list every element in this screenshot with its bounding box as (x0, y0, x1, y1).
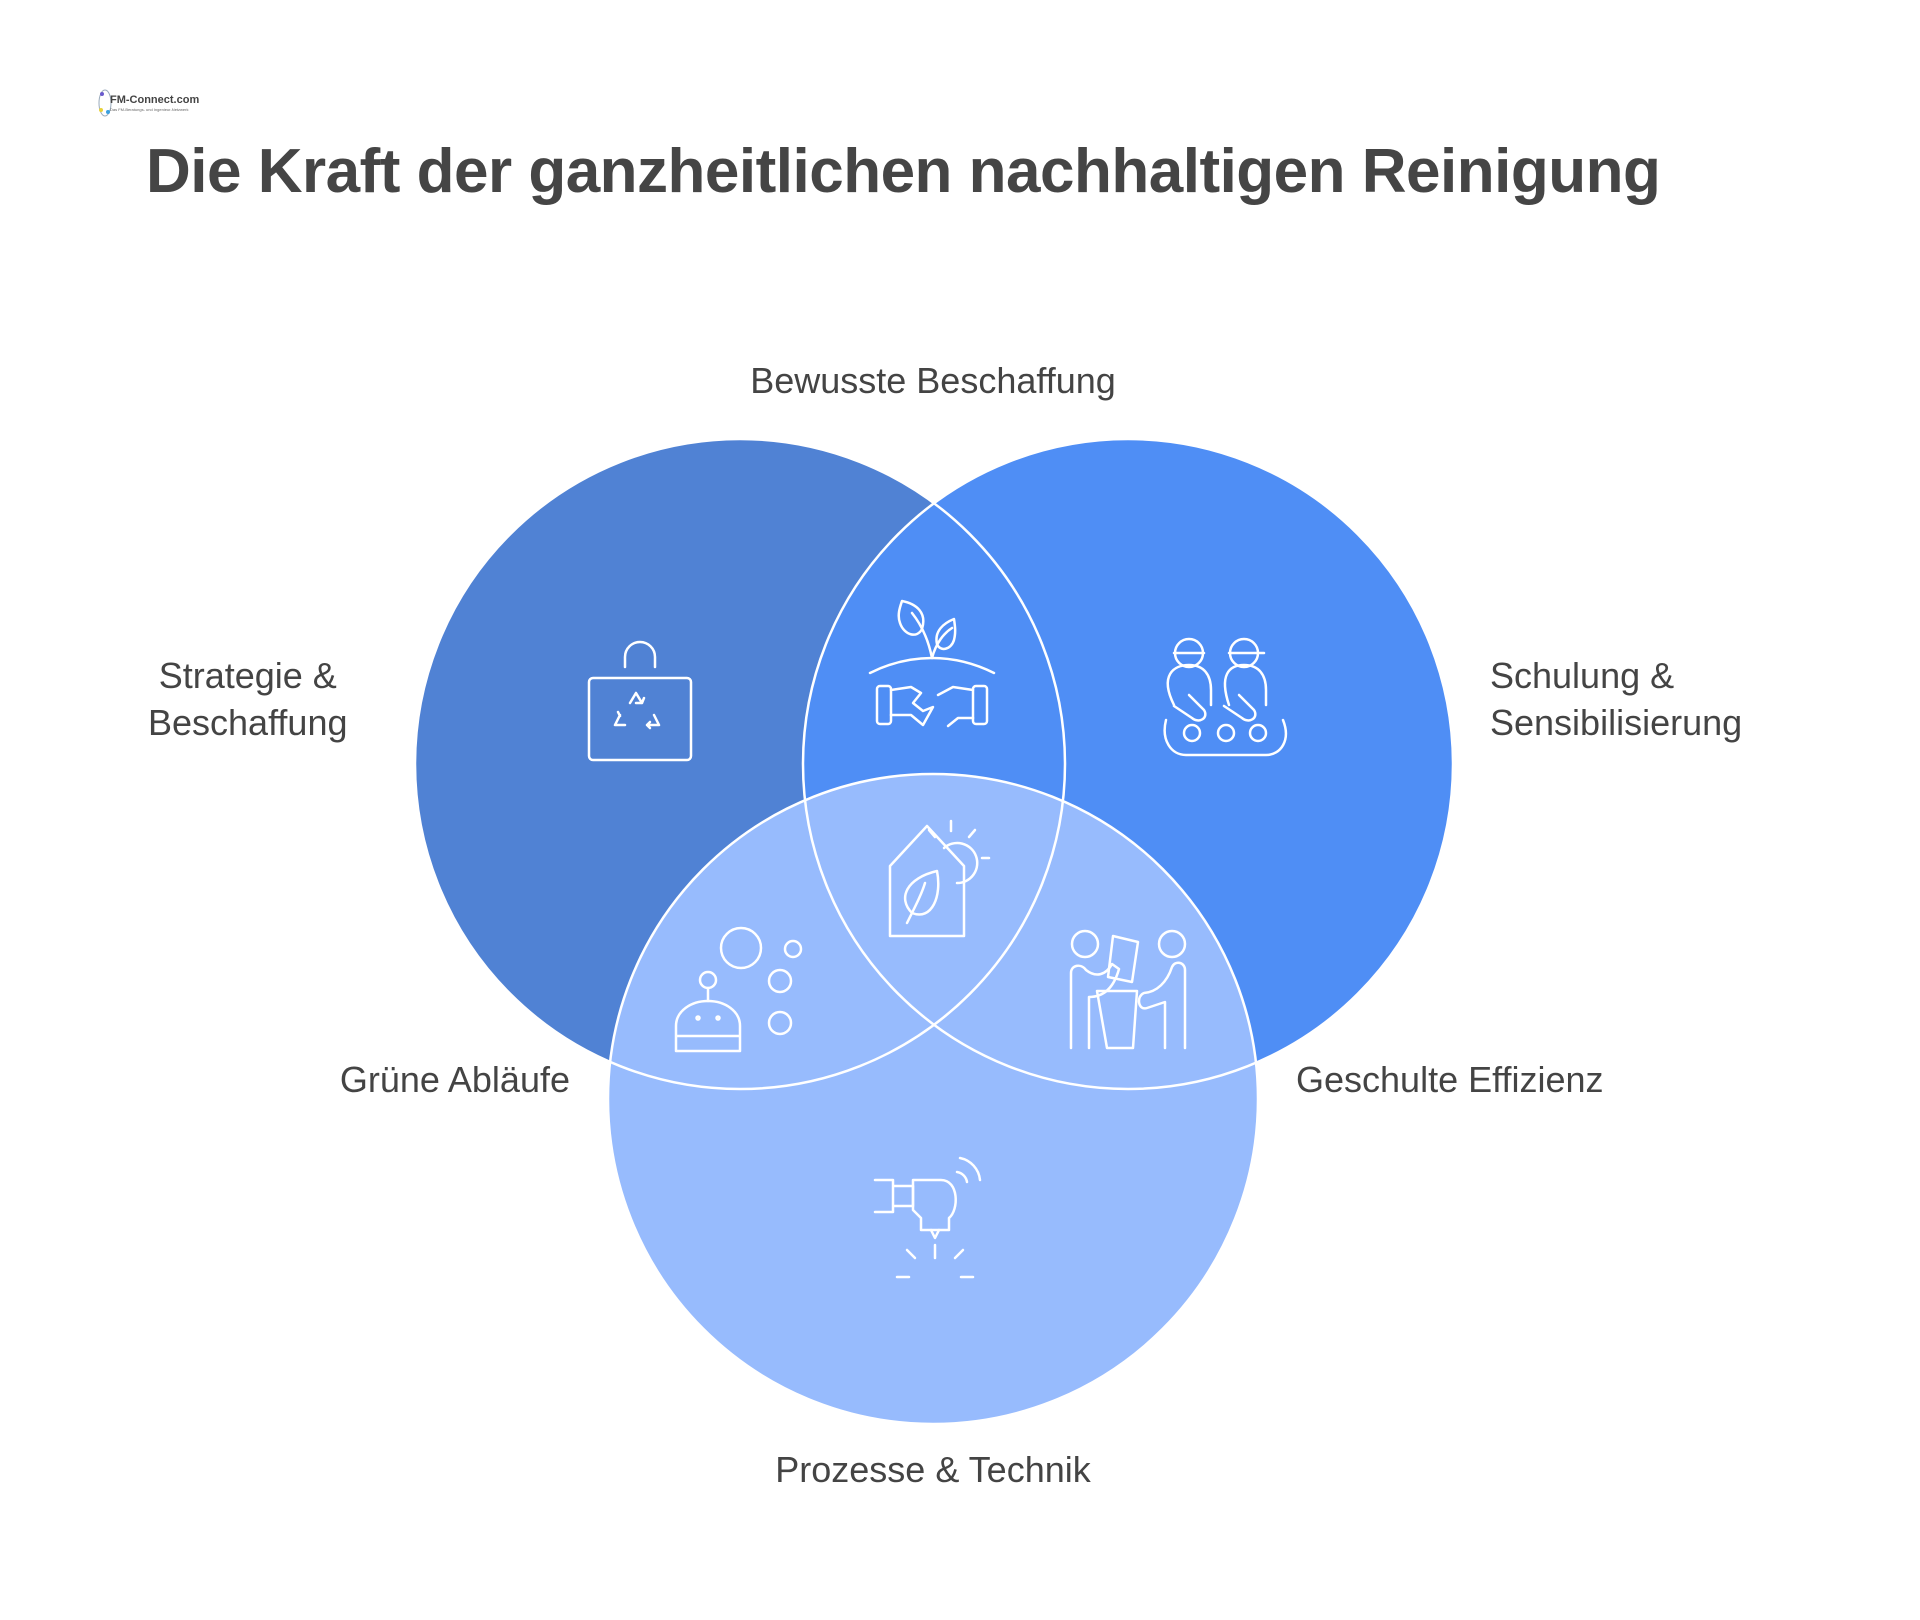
label-schulung-line2: Sensibilisierung (1490, 702, 1743, 743)
label-strategie-line2: Beschaffung (148, 702, 348, 743)
smart-drill-icon (873, 1156, 982, 1279)
label-geschulte-effizienz: Geschulte Effizienz (1296, 1059, 1604, 1100)
page-title: Die Kraft der ganzheitlichen nachhaltige… (146, 137, 1661, 206)
logo: FM-Connect.com Das FM-Beratungs- und Ing… (98, 88, 199, 124)
handshake-plant-icon (868, 599, 996, 728)
eco-house-icon (888, 819, 991, 938)
label-strategie-line1: Strategie & (158, 655, 337, 696)
cleaning-robot-icon (674, 926, 803, 1053)
logo-atom-icon (98, 89, 112, 117)
recycle-bag-icon (587, 640, 693, 762)
label-schulung-line1: Schulung & (1490, 655, 1675, 696)
label-schulung-sensibilisierung: Schulung & Sensibilisierung (1490, 652, 1742, 746)
logo-subtitle: Das FM-Beratungs- und Ingenieur-Netzwerk (110, 107, 189, 112)
logo-text: FM-Connect.com (110, 94, 200, 106)
waste-sorting-icon (1069, 929, 1187, 1050)
circle-outlines (413, 437, 1455, 1426)
label-strategie-beschaffung: Strategie & Beschaffung (148, 652, 348, 746)
training-people-icon (1163, 637, 1288, 757)
label-gruene-ablaeufe: Grüne Abläufe (339, 1059, 570, 1100)
label-prozesse-technik: Prozesse & Technik (775, 1449, 1091, 1490)
label-bewusste-beschaffung: Bewusste Beschaffung (750, 360, 1116, 401)
